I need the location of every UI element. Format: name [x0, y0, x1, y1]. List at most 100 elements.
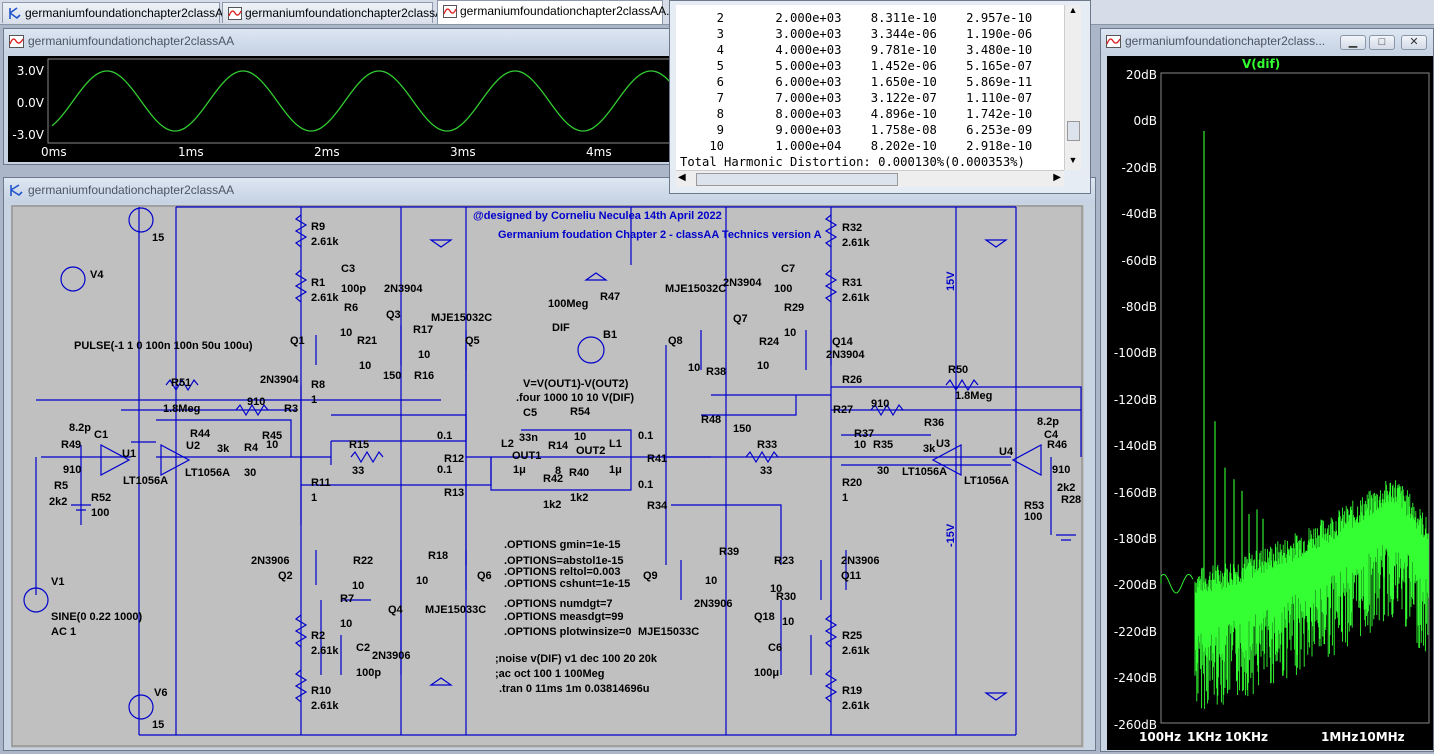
component-ref[interactable]: R23: [774, 555, 795, 567]
component-value[interactable]: 2k2: [1057, 482, 1076, 494]
tab-fft[interactable]: germaniumfoundationchapter2classAA.fft: [437, 0, 679, 24]
scrollbar-thumb[interactable]: [1067, 121, 1080, 141]
component-value[interactable]: 10: [416, 575, 429, 587]
component-type[interactable]: 2N3906: [251, 555, 290, 567]
component-value[interactable]: 2.61k: [311, 236, 339, 248]
component-ref[interactable]: R37: [854, 428, 875, 440]
component-ref[interactable]: R42: [543, 473, 564, 485]
component-value[interactable]: 2.61k: [842, 645, 870, 657]
component-ref[interactable]: R28: [1061, 494, 1082, 506]
spice-directive[interactable]: .OPTIONS=abstol1e-15: [504, 555, 624, 567]
component-value[interactable]: 30: [244, 467, 257, 479]
component-value[interactable]: 0.1: [437, 430, 453, 442]
component-value[interactable]: 100p: [356, 667, 382, 679]
directive-text[interactable]: .four 1000 10 10 V(DIF): [516, 392, 634, 404]
component-ref[interactable]: R11: [311, 477, 331, 489]
component-ref[interactable]: Q2: [278, 570, 293, 582]
minimize-button[interactable]: ▁: [1340, 35, 1366, 50]
component-value[interactable]: 1μ: [513, 464, 526, 476]
component-value[interactable]: 910: [247, 396, 266, 408]
component-ref[interactable]: R36: [924, 417, 945, 429]
vertical-scrollbar[interactable]: ▲ ▼: [1064, 5, 1081, 170]
component-ref[interactable]: R14: [548, 440, 569, 452]
component-ref[interactable]: R10: [311, 685, 332, 697]
component-value[interactable]: 8: [555, 465, 562, 477]
component-value[interactable]: 10: [784, 327, 797, 339]
spice-directive[interactable]: .OPTIONS reltol=0.003: [504, 566, 621, 578]
component-ref[interactable]: R4: [244, 442, 259, 454]
component-value[interactable]: 3k: [923, 443, 936, 455]
scroll-left-icon[interactable]: ◀: [678, 172, 686, 183]
waveform-plot[interactable]: 3.0V 0.0V -3.0V 0ms 1ms 2ms 3ms 4ms: [8, 56, 673, 162]
component-value[interactable]: 3k: [217, 443, 230, 455]
component-type[interactable]: MJE15032C: [431, 312, 493, 324]
component-ref[interactable]: R50: [948, 364, 969, 376]
source-label[interactable]: V1: [51, 576, 65, 588]
component-value[interactable]: 1k2: [570, 492, 589, 504]
component-type[interactable]: 2N3906: [694, 598, 733, 610]
component-value[interactable]: 1: [842, 492, 849, 504]
component-ref[interactable]: R41: [647, 453, 668, 465]
component-ref[interactable]: R20: [842, 477, 863, 489]
component-ref[interactable]: R30: [776, 591, 797, 603]
component-ref[interactable]: R27: [833, 404, 854, 416]
scrollbar-thumb[interactable]: [696, 173, 898, 186]
component-ref[interactable]: R15: [349, 439, 370, 451]
component-ref[interactable]: R26: [842, 374, 863, 386]
spice-directive[interactable]: ;noise v(DIF) v1 dec 100 20 20k: [495, 653, 658, 665]
component-ref[interactable]: R48: [701, 414, 722, 426]
component-ref[interactable]: U1: [122, 448, 137, 460]
schematic-canvas[interactable]: @designed by Corneliu Neculea 14th April…: [11, 205, 1084, 748]
component-ref[interactable]: R46: [1047, 439, 1068, 451]
component-value[interactable]: 10: [688, 362, 701, 374]
component-value[interactable]: 100μ: [754, 667, 780, 679]
trace-name[interactable]: V(dif): [1242, 57, 1281, 71]
component-ref[interactable]: R47: [600, 291, 621, 303]
tab-waveform[interactable]: germaniumfoundationchapter2classAA: [222, 2, 451, 23]
component-ref[interactable]: R25: [842, 630, 863, 642]
component-ref[interactable]: L2: [501, 438, 514, 450]
component-ref[interactable]: R51: [171, 377, 192, 389]
component-ref[interactable]: C2: [356, 642, 371, 654]
net-label[interactable]: DIF: [552, 322, 570, 334]
component-type[interactable]: LT1056A: [123, 475, 169, 487]
component-type[interactable]: 2N3904: [260, 374, 299, 386]
component-ref[interactable]: C5: [523, 407, 538, 419]
component-value[interactable]: 100: [1024, 511, 1043, 523]
component-ref[interactable]: Q3: [386, 309, 401, 321]
component-value[interactable]: 2.61k: [842, 237, 870, 249]
component-ref[interactable]: Q9: [643, 570, 658, 582]
source-value[interactable]: PULSE(-1 1 0 100n 100n 50u 100u): [74, 340, 253, 352]
component-ref[interactable]: R2: [311, 630, 326, 642]
component-value[interactable]: 910: [1052, 464, 1071, 476]
component-ref[interactable]: Q14: [832, 336, 853, 348]
spice-directive[interactable]: .OPTIONS cshunt=1e-15: [504, 578, 631, 590]
component-value[interactable]: 10: [705, 575, 718, 587]
component-value[interactable]: 30: [877, 465, 890, 477]
component-ref[interactable]: R35: [873, 439, 894, 451]
scroll-right-icon[interactable]: ▶: [1053, 172, 1061, 183]
component-value[interactable]: 100Meg: [548, 298, 589, 310]
component-type[interactable]: 2N3904: [723, 277, 762, 289]
component-value[interactable]: 10: [340, 618, 353, 630]
component-value[interactable]: 8.2p: [1037, 416, 1060, 428]
component-ref[interactable]: R21: [357, 335, 378, 347]
component-value[interactable]: 1.8Meg: [163, 403, 201, 415]
spice-directive[interactable]: .tran 0 11ms 1m 0.03814696u: [499, 683, 650, 695]
component-value[interactable]: 10: [340, 327, 353, 339]
component-value[interactable]: 10: [266, 439, 279, 451]
component-type[interactable]: MJE15033C: [425, 604, 487, 616]
supply-label[interactable]: -15V: [945, 523, 957, 547]
spice-directive[interactable]: .OPTIONS plotwinsize=0: [504, 626, 632, 638]
net-label[interactable]: OUT1: [512, 450, 542, 462]
component-value[interactable]: 10: [574, 431, 587, 443]
component-ref[interactable]: C7: [781, 263, 796, 275]
net-label[interactable]: 15: [152, 719, 165, 731]
spice-directive[interactable]: .OPTIONS gmin=1e-15: [504, 539, 621, 551]
scroll-up-icon[interactable]: ▲: [1068, 5, 1078, 15]
component-ref[interactable]: R49: [61, 439, 82, 451]
maximize-button[interactable]: □: [1369, 35, 1395, 50]
spice-directive[interactable]: .OPTIONS numdgt=7: [504, 598, 613, 610]
component-ref[interactable]: R24: [759, 336, 780, 348]
